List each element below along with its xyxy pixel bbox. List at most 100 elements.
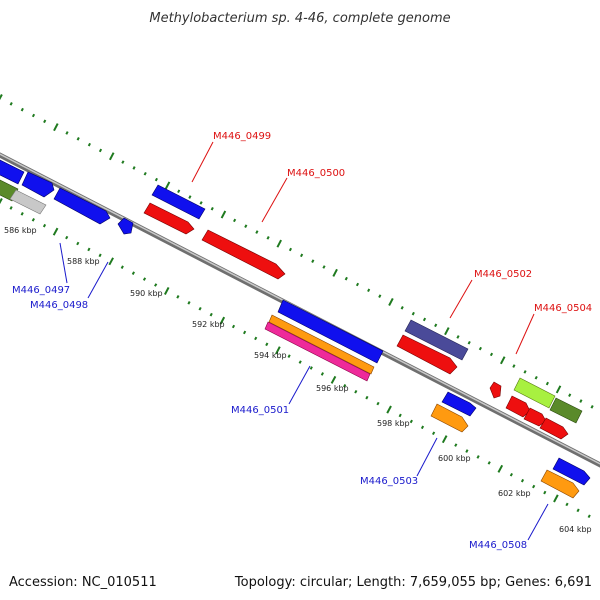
gene-label-0508[interactable]: M446_0508	[469, 540, 527, 551]
gene-red-e[interactable]	[539, 417, 569, 440]
leader-0501	[288, 365, 311, 405]
minor-tick	[177, 189, 181, 194]
gene-blue-small[interactable]	[117, 217, 134, 235]
minor-tick	[534, 375, 538, 380]
minor-tick	[532, 484, 536, 489]
gene-orange-0508[interactable]	[540, 469, 580, 499]
minor-tick	[311, 259, 315, 263]
gene-orange-0501[interactable]	[268, 314, 375, 375]
minor-tick	[199, 201, 203, 205]
leader-0500	[261, 177, 288, 223]
minor-tick	[244, 224, 248, 228]
minor-tick	[31, 113, 36, 118]
gene-label-0497[interactable]: M446_0497	[12, 285, 70, 296]
gene-blue-0498[interactable]	[53, 187, 111, 225]
minor-tick	[590, 405, 594, 409]
minor-tick	[143, 171, 147, 176]
minor-tick	[298, 360, 302, 364]
minor-tick	[565, 502, 569, 507]
minor-tick	[420, 425, 425, 430]
gene-label-0499[interactable]: M446_0499	[213, 131, 271, 142]
gene-olive-0504[interactable]	[549, 397, 583, 424]
minor-tick	[255, 230, 259, 234]
leader-0503	[416, 437, 438, 477]
major-tick	[500, 356, 506, 365]
minor-tick	[9, 206, 13, 210]
minor-tick	[354, 389, 358, 394]
minor-tick	[400, 306, 404, 310]
major-tick	[497, 464, 504, 473]
gene-gray-edge[interactable]	[9, 189, 47, 215]
gene-blue-0508[interactable]	[552, 457, 591, 486]
major-tick	[332, 268, 338, 277]
gene-label-0502[interactable]: M446_0502	[474, 269, 532, 280]
gene-label-0498[interactable]: M446_0498	[30, 300, 88, 311]
minor-tick	[520, 478, 525, 483]
major-tick	[553, 494, 559, 503]
major-tick	[219, 316, 226, 325]
minor-tick	[344, 276, 348, 281]
minor-tick	[487, 461, 491, 465]
tick-label: 604 kbp	[559, 525, 592, 534]
minor-tick	[188, 195, 192, 199]
minor-tick	[20, 107, 24, 112]
minor-tick	[154, 283, 158, 287]
minor-tick	[434, 323, 438, 328]
gene-blue-edge[interactable]	[0, 159, 25, 185]
tick-label: 598 kbp	[377, 419, 410, 428]
kbp-tick-labels: 586 kbp 588 kbp 590 kbp 592 kbp 594 kbp …	[4, 226, 592, 534]
minor-tick	[65, 131, 69, 135]
gene-label-0500[interactable]: M446_0500	[287, 168, 345, 179]
gene-label-0503[interactable]: M446_0503	[360, 476, 418, 487]
gene-blue-0497[interactable]	[21, 171, 55, 198]
major-tick	[555, 385, 562, 394]
minor-tick	[568, 393, 572, 397]
minor-tick	[176, 295, 180, 299]
tick-label: 586 kbp	[4, 226, 37, 235]
minor-tick	[121, 160, 125, 164]
minor-tick	[233, 218, 237, 223]
gene-lime-0504[interactable]	[513, 377, 556, 409]
minor-tick	[309, 366, 313, 370]
minor-tick	[300, 253, 304, 258]
minor-tick	[456, 335, 460, 339]
gene-blue-0501[interactable]	[277, 299, 384, 364]
minor-tick	[376, 401, 380, 406]
major-tick	[0, 198, 3, 205]
gene-red-b[interactable]	[396, 334, 458, 375]
gene-red-small[interactable]	[489, 381, 502, 399]
gene-red-a[interactable]	[143, 202, 195, 235]
minor-tick	[422, 317, 427, 322]
minor-tick	[411, 311, 415, 316]
gene-label-0504[interactable]: M446_0504	[534, 303, 592, 314]
tick-label: 590 kbp	[130, 289, 163, 298]
minor-tick	[454, 443, 458, 447]
minor-tick	[287, 354, 291, 358]
minor-tick	[398, 413, 402, 418]
minor-tick	[120, 265, 124, 269]
minor-tick	[543, 490, 547, 495]
gene-pink-0501[interactable]	[264, 321, 371, 382]
inner-tick-ring	[0, 198, 591, 519]
minor-tick	[65, 235, 69, 240]
gene-slate-0502[interactable]	[404, 319, 469, 361]
minor-tick	[154, 177, 158, 182]
minor-tick	[378, 294, 382, 298]
minor-tick	[322, 265, 326, 269]
minor-tick	[31, 218, 35, 222]
gene-label-0501[interactable]: M446_0501	[231, 405, 289, 416]
gene-orange-0503[interactable]	[430, 403, 469, 433]
minor-tick	[576, 508, 580, 513]
minor-tick	[142, 277, 147, 281]
minor-tick	[478, 346, 482, 351]
minor-tick	[131, 271, 135, 275]
minor-tick	[266, 236, 270, 240]
label-leaders	[59, 141, 549, 541]
gene-blue-0503[interactable]	[441, 391, 477, 417]
minor-tick	[432, 431, 436, 436]
gene-red-0500[interactable]	[201, 229, 286, 280]
accession-text: Accession: NC_010511	[9, 575, 157, 590]
gene-red-c[interactable]	[505, 395, 531, 418]
gene-blue-0499[interactable]	[151, 184, 206, 220]
